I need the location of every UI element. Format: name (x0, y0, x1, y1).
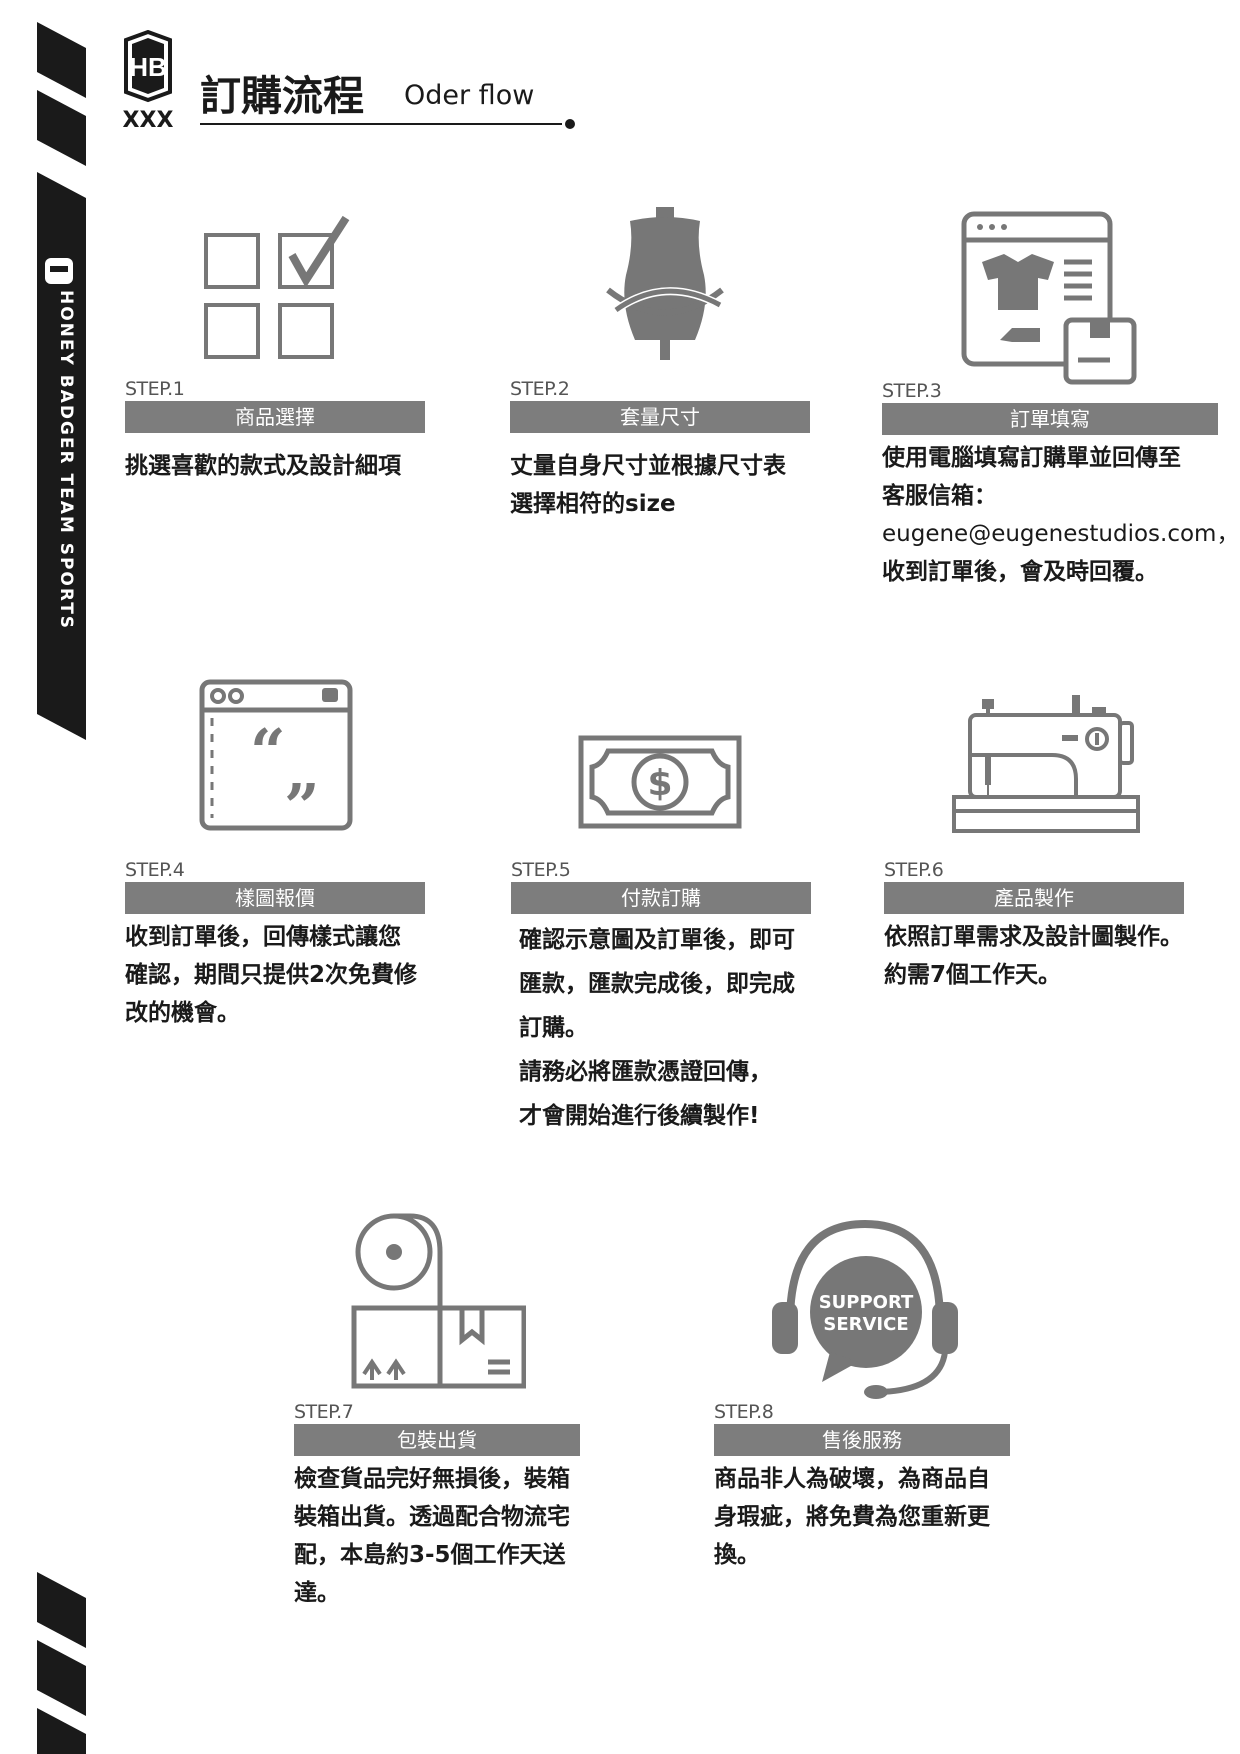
step-line: eugene@eugenestudios.com， (882, 521, 1240, 547)
step-line: 使用電腦填寫訂購單並回傳至 (882, 445, 1181, 471)
step-8: STEP.8 售後服務 商品非人為破壞，為商品自 身瑕疵，將免費為您重新更 換。 (714, 1400, 1010, 1574)
step-title: 付款訂購 (511, 882, 811, 914)
sidebar-stripes (37, 22, 86, 1754)
step-number: STEP.4 (125, 859, 185, 881)
step-number: STEP.3 (882, 380, 942, 402)
sewing-machine-icon (952, 695, 1140, 833)
title-dot (565, 119, 575, 129)
step-line: 匯款，匯款完成後，即完成 (519, 971, 795, 997)
step-description: 丈量自身尺寸並根據尺寸表 選擇相符的size (510, 447, 810, 523)
step-description: 使用電腦填寫訂購單並回傳至 客服信箱： eugene@eugenestudios… (882, 439, 1240, 591)
step-line: 收到訂單後，會及時回覆。 (882, 559, 1158, 585)
step-line: 請務必將匯款憑證回傳， (519, 1059, 772, 1085)
support-badge-line1: SUPPORT (819, 1292, 914, 1313)
page-subtitle: Oder flow (404, 80, 535, 111)
step-line: 收到訂單後，回傳樣式讓您 (125, 924, 401, 950)
hb-logo-icon: HB XXX (123, 30, 174, 130)
step-title: 商品選擇 (125, 401, 425, 433)
step-title: 產品製作 (884, 882, 1184, 914)
svg-text:“: “ (250, 715, 286, 788)
step-number: STEP.8 (714, 1401, 774, 1423)
step-line: 配，本島約3-5個工作天送 (294, 1542, 566, 1568)
step-number: STEP.2 (510, 378, 570, 400)
svg-text:”: ” (284, 770, 320, 834)
step-line: 挑選喜歡的款式及設計細項 (125, 453, 401, 479)
badger-head-icon (45, 258, 73, 284)
step-description: 商品非人為破壞，為商品自 身瑕疵，將免費為您重新更 換。 (714, 1460, 1010, 1574)
step-3: STEP.3 訂單填寫 使用電腦填寫訂購單並回傳至 客服信箱： eugene@e… (882, 379, 1240, 591)
step-line: 客服信箱： (882, 483, 997, 509)
step-line: 選擇相符的size (510, 491, 676, 517)
package-tape-icon (351, 1213, 526, 1389)
step-number: STEP.7 (294, 1401, 354, 1423)
brand-vertical-text: HONEY BADGER TEAM SPORTS (56, 289, 76, 631)
step-title: 包裝出貨 (294, 1424, 580, 1456)
title-rule (200, 123, 562, 125)
step-5: STEP.5 付款訂購 確認示意圖及訂單後，即可 匯款，匯款完成後，即完成 訂購… (511, 858, 811, 1138)
step-line: 身瑕疵，將免費為您重新更 (714, 1504, 990, 1530)
step-title: 售後服務 (714, 1424, 1010, 1456)
step-description: 收到訂單後，回傳樣式讓您 確認，期間只提供2次免費修 改的機會。 (125, 918, 425, 1032)
quote-window-icon: “ ” (199, 679, 353, 834)
step-number: STEP.1 (125, 378, 185, 400)
step-line: 確認示意圖及訂單後，即可 (519, 927, 795, 953)
step-line: 確認，期間只提供2次免費修 (125, 962, 418, 988)
step-6: STEP.6 產品製作 依照訂單需求及設計圖製作。 約需7個工作天。 (884, 858, 1184, 994)
step-line: 商品非人為破壞，為商品自 (714, 1466, 990, 1492)
step-line: 才會開始進行後續製作! (519, 1103, 760, 1129)
step-title: 樣圖報價 (125, 882, 425, 914)
step-description: 依照訂單需求及設計圖製作。 約需7個工作天。 (884, 918, 1184, 994)
svg-text:$: $ (647, 763, 672, 804)
step-line: 約需7個工作天。 (884, 962, 1062, 988)
step-line: 改的機會。 (125, 1000, 240, 1026)
online-order-icon (961, 211, 1137, 385)
step-line: 丈量自身尺寸並根據尺寸表 (510, 453, 786, 479)
step-line: 裝箱出貨。透過配合物流宅 (294, 1504, 570, 1530)
logo-subtext: XXX (123, 108, 174, 130)
step-description: 確認示意圖及訂單後，即可 匯款，匯款完成後，即完成 訂購。 請務必將匯款憑證回傳… (511, 918, 811, 1138)
step-title: 套量尺寸 (510, 401, 810, 433)
mannequin-measure-icon (606, 207, 724, 360)
step-2: STEP.2 套量尺寸 丈量自身尺寸並根據尺寸表 選擇相符的size (510, 377, 810, 523)
step-line: 換。 (714, 1542, 760, 1568)
step-number: STEP.6 (884, 859, 944, 881)
step-1: STEP.1 商品選擇 挑選喜歡的款式及設計細項 (125, 377, 425, 485)
step-line: 訂購。 (519, 1015, 588, 1041)
step-line: 檢查貨品完好無損後，裝箱 (294, 1466, 570, 1492)
step-4: STEP.4 樣圖報價 收到訂單後，回傳樣式讓您 確認，期間只提供2次免費修 改… (125, 858, 425, 1032)
step-description: 檢查貨品完好無損後，裝箱 裝箱出貨。透過配合物流宅 配，本島約3-5個工作天送 … (294, 1460, 580, 1612)
banknote-icon: $ (578, 735, 742, 829)
checkbox-grid-icon (204, 215, 350, 359)
page-title: 訂購流程 (200, 72, 364, 120)
step-description: 挑選喜歡的款式及設計細項 (125, 447, 425, 485)
step-7: STEP.7 包裝出貨 檢查貨品完好無損後，裝箱 裝箱出貨。透過配合物流宅 配，… (294, 1400, 580, 1612)
support-badge-line2: SERVICE (823, 1314, 908, 1335)
step-line: 依照訂單需求及設計圖製作。 (884, 924, 1183, 950)
support-headset-icon: SUPPORT SERVICE (772, 1219, 958, 1399)
logo-letters: HB (129, 52, 167, 82)
step-title: 訂單填寫 (882, 403, 1218, 435)
step-line: 達。 (294, 1580, 340, 1606)
step-number: STEP.5 (511, 859, 571, 881)
